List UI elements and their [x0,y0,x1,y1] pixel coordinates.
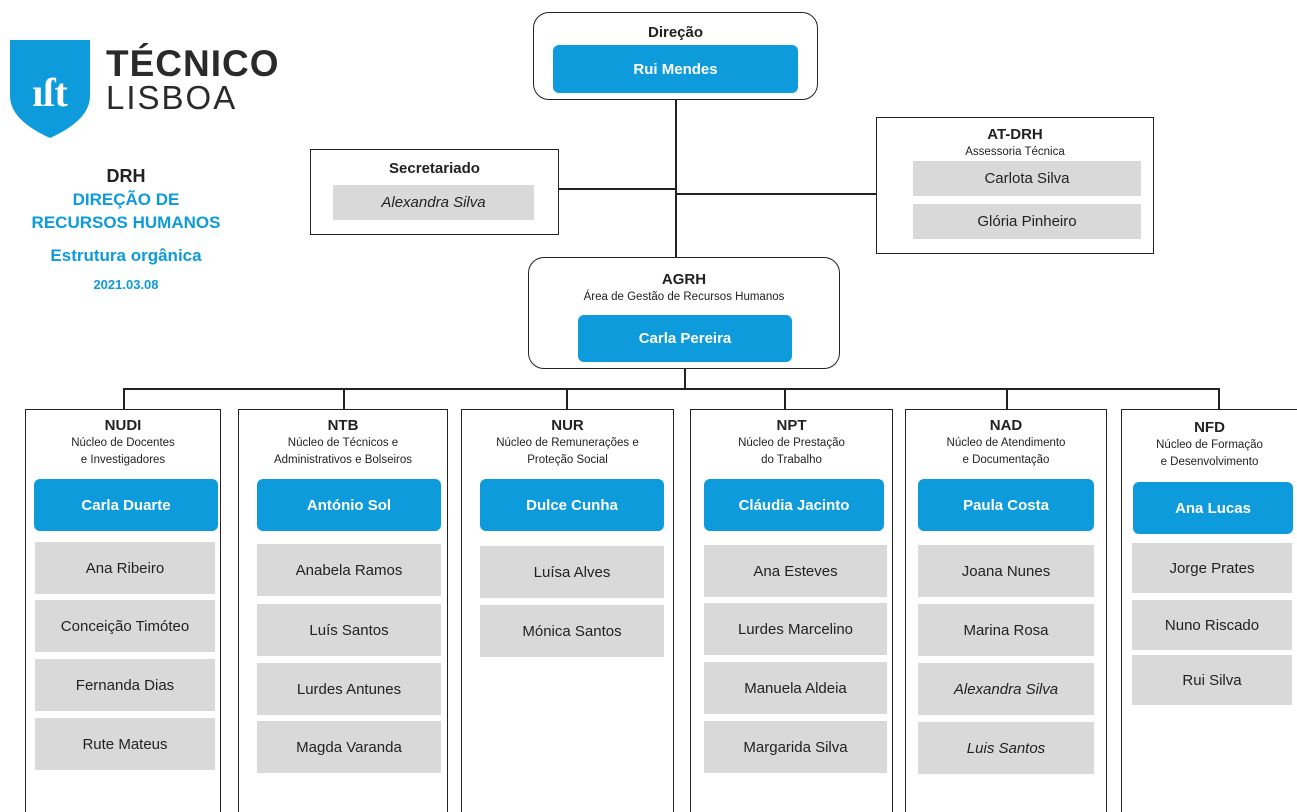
unit-head: Dulce Cunha [480,479,664,531]
unit-member: Rute Mateus [35,718,215,770]
unit-column-nur: NUR Núcleo de Remunerações e Proteção So… [461,409,674,812]
unit-code: NUDI [104,417,142,434]
unit-subtitle: e Desenvolvimento [1160,456,1259,468]
unit-subtitle: Núcleo de Remunerações e [496,437,639,449]
connector-ntb [343,388,345,410]
unit-member: Luís Santos [257,604,441,656]
atdrh-box: AT-DRH Assessoria Técnica Carlota Silva … [876,117,1154,254]
unit-member: Mónica Santos [480,605,664,657]
unit-subtitle: Núcleo de Atendimento [946,437,1066,449]
unit-member: Rui Silva [1132,655,1292,705]
connector-nudi [123,388,125,410]
atdrh-subtitle: Assessoria Técnica [965,146,1065,158]
direcao-box: Direção Rui Mendes [533,12,818,100]
unit-member: Luis Santos [918,722,1094,774]
atdrh-member: Carlota Silva [913,161,1141,196]
connector-npt [784,388,786,410]
connector-agrh-down [684,369,686,389]
unit-column-nfd: NFD Núcleo de Formação e Desenvolvimento… [1121,409,1297,812]
unit-subtitle: Administrativos e Bolseiros [273,454,413,466]
unit-member: Marina Rosa [918,604,1094,656]
unit-member: Fernanda Dias [35,659,215,711]
unit-name-line1: DIREÇÃO DE [72,190,180,209]
secretariado-box: Secretariado Alexandra Silva [310,149,559,235]
agrh-head: Carla Pereira [578,315,792,362]
unit-head: Ana Lucas [1133,482,1293,534]
ist-shield-logo-icon: ıſt [10,40,90,138]
unit-member: Nuno Riscado [1132,600,1292,650]
connector-nur [566,388,568,410]
unit-head: Carla Duarte [34,479,218,531]
chart-date: 2021.03.08 [93,277,159,292]
atdrh-member: Glória Pinheiro [913,204,1141,239]
unit-member: Lurdes Marcelino [704,603,887,655]
unit-member: Anabela Ramos [257,544,441,596]
secretariado-title: Secretariado [389,160,480,177]
agrh-subtitle: Área de Gestão de Recursos Humanos [583,291,785,303]
unit-code: DRH [106,166,146,186]
unit-member: Alexandra Silva [918,663,1094,715]
connector-secretariado [558,188,675,190]
unit-code: NUR [551,417,584,434]
unit-member: Lurdes Antunes [257,663,441,715]
connector-nad [1006,388,1008,410]
unit-head: António Sol [257,479,441,531]
unit-member: Ana Esteves [704,545,887,597]
svg-text:ıſt: ıſt [32,70,68,115]
unit-member: Joana Nunes [918,545,1094,597]
unit-code: NFD [1194,419,1225,436]
unit-subtitle: Núcleo de Formação [1156,439,1263,451]
unit-member: Conceição Timóteo [35,600,215,652]
unit-head: Cláudia Jacinto [704,479,884,531]
unit-subtitle: do Trabalho [761,454,822,466]
direcao-title: Direção [647,24,704,41]
unit-column-ntb: NTB Núcleo de Técnicos e Administrativos… [238,409,448,812]
logo-text-tecnico: TÉCNICO [106,43,280,84]
connector-horizontal-units [123,388,1219,390]
atdrh-title: AT-DRH [987,126,1043,143]
chart-subtitle: Estrutura orgânica [50,246,202,265]
unit-head: Paula Costa [918,479,1094,531]
unit-subtitle: e Investigadores [80,454,166,466]
unit-column-nad: NAD Núcleo de Atendimento e Documentação… [905,409,1107,812]
connector-direcao-agrh [675,99,677,259]
unit-member: Jorge Prates [1132,543,1292,593]
unit-member: Manuela Aldeia [704,662,887,714]
unit-column-nudi: NUDI Núcleo de Docentes e Investigadores… [25,409,221,812]
unit-subtitle: Núcleo de Prestação [738,437,845,449]
unit-member: Magda Varanda [257,721,441,773]
unit-subtitle: e Documentação [962,454,1050,466]
unit-member: Ana Ribeiro [35,542,215,594]
unit-member: Margarida Silva [704,721,887,773]
connector-atdrh [676,193,877,195]
unit-member: Luísa Alves [480,546,664,598]
unit-code: NAD [989,417,1023,434]
direcao-head: Rui Mendes [553,45,798,93]
unit-code: NTB [327,417,359,434]
unit-name-line2: RECURSOS HUMANOS [31,213,221,232]
unit-code: NPT [776,417,807,434]
logo-text-lisboa: LISBOA [106,79,238,116]
unit-column-npt: NPT Núcleo de Prestação do Trabalho Cláu… [690,409,893,812]
unit-subtitle: Proteção Social [527,454,608,466]
unit-subtitle: Núcleo de Docentes [71,437,175,449]
connector-nfd [1218,388,1220,410]
unit-subtitle: Núcleo de Técnicos e [287,437,399,449]
agrh-title: AGRH [661,271,707,288]
secretariado-member: Alexandra Silva [333,185,534,220]
agrh-box: AGRH Área de Gestão de Recursos Humanos … [528,257,840,369]
